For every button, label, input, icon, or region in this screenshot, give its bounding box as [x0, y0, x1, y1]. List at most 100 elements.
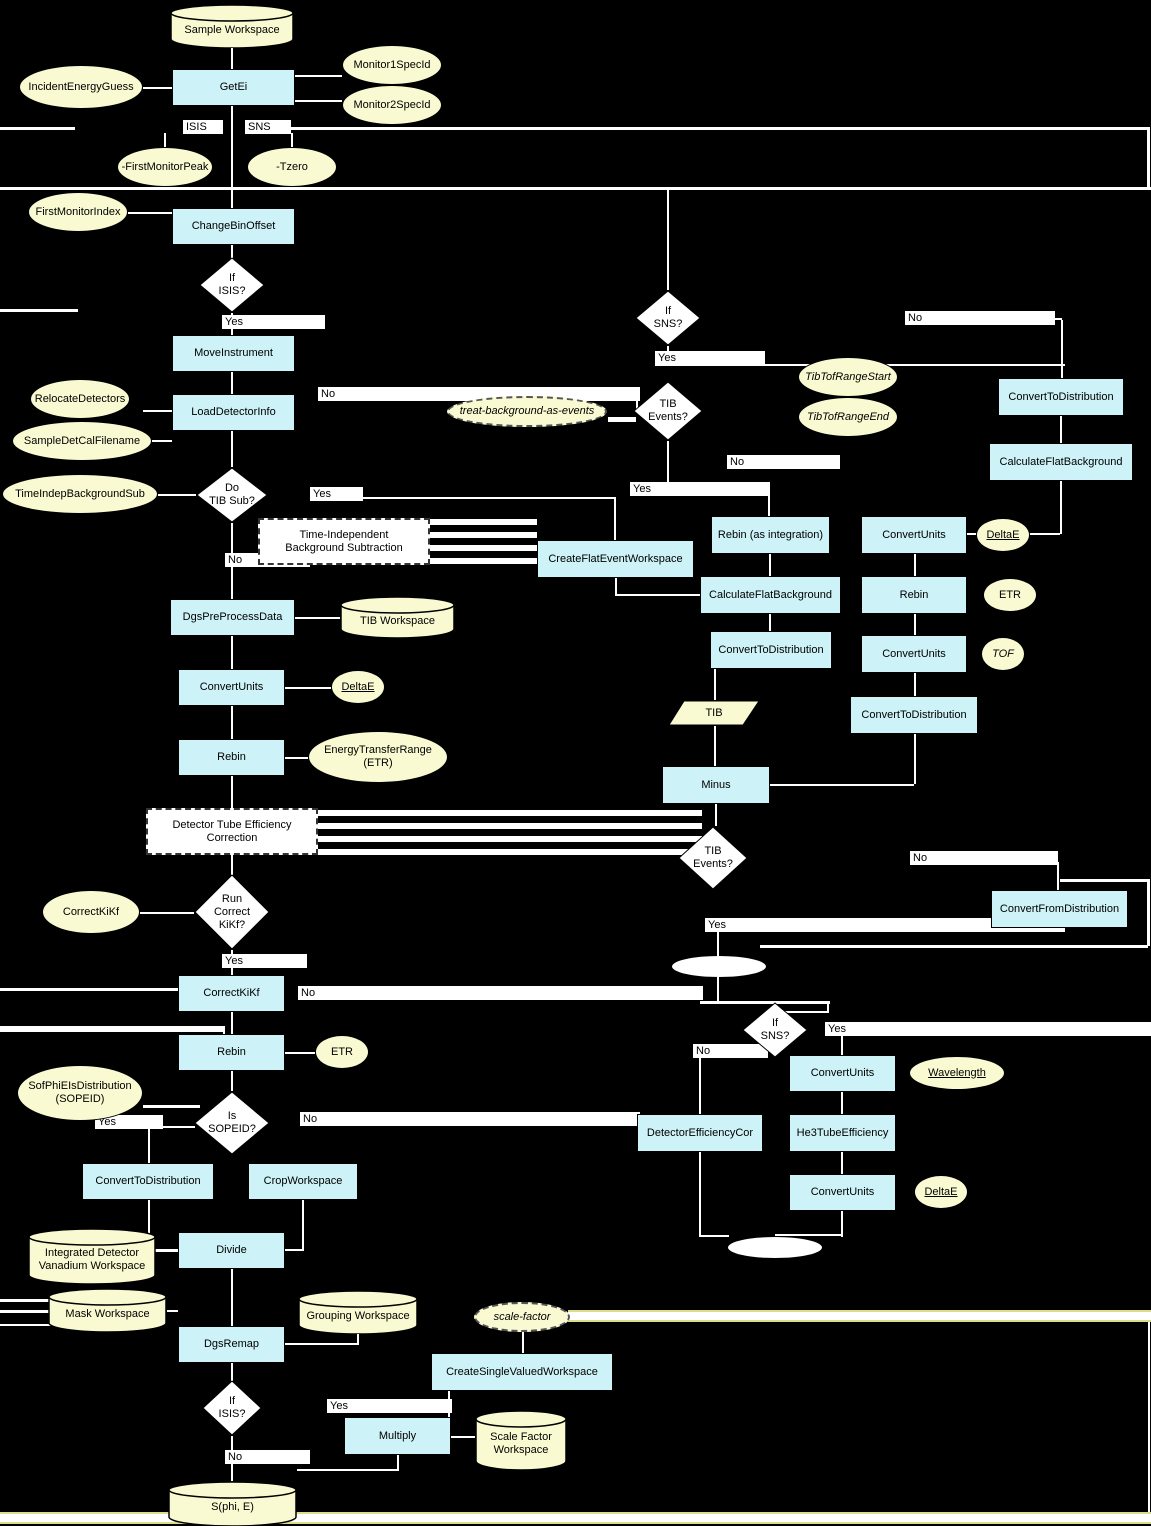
edge-line [295, 75, 342, 77]
convert-to-distribution-left-node: ConvertToDistribution [82, 1163, 214, 1200]
edge-line [158, 494, 196, 496]
edge-line [231, 1362, 233, 1381]
tib-events-2-label: TIB Events? [693, 845, 733, 870]
getei-label: GetEi [219, 81, 248, 93]
edge-line [841, 1151, 843, 1174]
edge-label: Yes [825, 1022, 1151, 1036]
integrated-det-vanadium-ws-label: Integrated Detector Vanadium Workspace [38, 1247, 146, 1272]
convert-units-1-label: ConvertUnits [199, 681, 264, 693]
correct-kikf-label: CorrectKiKf [203, 987, 260, 999]
convert-to-distribution-mid2-label: ConvertToDistribution [861, 708, 967, 721]
incident-energy-guess-node: IncidentEnergyGuess [19, 65, 143, 109]
edge-line [231, 1011, 233, 1034]
correct-kikf-param-label: CorrectKiKf [62, 905, 120, 918]
divide-node: Divide [178, 1232, 285, 1269]
edge-label: No [910, 851, 1058, 865]
dgs-remap-label: DgsRemap [203, 1338, 260, 1350]
create-flat-event-ws-node: CreateFlatEventWorkspace [537, 540, 694, 578]
detector-tube-group-label: Detector Tube Efficiency Correction [172, 818, 292, 844]
edge-line [231, 245, 233, 259]
first-monitor-peak-node: -FirstMonitorPeak [117, 147, 213, 187]
rebin-3-label: Rebin [899, 588, 929, 601]
if-isis-1-decision: If ISIS? [199, 257, 265, 313]
edge-line [841, 1036, 843, 1055]
if-sns-2-decision: If SNS? [742, 1002, 808, 1058]
do-tib-sub-decision: Do TIB Sub? [196, 467, 268, 523]
edge-line [1057, 862, 1059, 890]
edge-line [302, 1199, 304, 1249]
edge-line [140, 912, 194, 914]
edge-line [148, 1199, 150, 1251]
mask-workspace-label: Mask Workspace [65, 1307, 150, 1320]
rebin-3-node: Rebin [861, 576, 967, 614]
edge-label: SNS [245, 120, 291, 134]
edge-label: Yes [630, 482, 770, 496]
run-correct-kikf-label: Run Correct KiKf? [213, 892, 251, 931]
monitor1-specid-node: Monitor1SpecId [342, 45, 442, 85]
rebin-1-node: Rebin [178, 739, 285, 776]
tib-tof-range-end-node: TibTofRangeEnd [798, 397, 898, 437]
tib-events-1-label: TIB Events? [648, 398, 688, 423]
minus-node: Minus [662, 766, 770, 804]
edge-line [667, 190, 669, 290]
edge-label: No [298, 986, 703, 1000]
scale-factor-note-label: scale-factor [493, 1310, 551, 1323]
rebin-as-integration-label: Rebin (as integration) [717, 528, 824, 541]
if-sns-1-decision: If SNS? [635, 290, 701, 346]
change-bin-offset-label: ChangeBinOffset [191, 220, 276, 232]
etr-2-label: ETR [331, 1045, 353, 1058]
edge-line [285, 757, 308, 759]
edge-line [0, 309, 78, 312]
edge-line [914, 614, 916, 635]
tib-tof-range-start-label: TibTofRangeStart [805, 370, 891, 383]
convert-to-distribution-tr-node: ConvertToDistribution [998, 378, 1124, 416]
edge-line [295, 617, 340, 619]
deltae-1-label: DeltaE [341, 680, 375, 693]
convert-units-3-node: ConvertUnits [861, 635, 967, 673]
edge-line [231, 431, 233, 467]
mask-workspace-node: Mask Workspace [48, 1288, 167, 1332]
edge-label: No [225, 1450, 310, 1464]
convert-units-5-node: ConvertUnits [789, 1174, 896, 1211]
if-isis-2-label: If ISIS? [218, 1395, 246, 1420]
create-single-valued-ws-node: CreateSingleValuedWorkspace [431, 1353, 613, 1391]
monitor2-specid-node: Monitor2SpecId [342, 85, 442, 125]
edge-line [768, 492, 770, 516]
edge-label: No [693, 1044, 768, 1058]
edge-line [769, 614, 771, 631]
convert-to-distribution-mid-label: ConvertToDistribution [718, 643, 824, 656]
edge-line [143, 87, 172, 89]
time-indep-background-sub-node: TimeIndepBackgroundSub [2, 474, 158, 514]
edge-label: No [727, 455, 840, 469]
dgs-preprocess-data-label: DgsPreProcessData [182, 611, 283, 623]
convert-units-2-node: ConvertUnits [861, 516, 967, 554]
first-monitor-index-node: FirstMonitorIndex [28, 192, 128, 232]
he3-tube-efficiency-label: He3TubeEfficiency [796, 1126, 889, 1139]
is-sopeid-decision: Is SOPEID? [194, 1091, 270, 1155]
edge-line [231, 636, 233, 669]
crop-workspace-node: CropWorkspace [248, 1163, 358, 1200]
edge-line [715, 803, 717, 826]
move-instrument-label: MoveInstrument [194, 347, 273, 359]
edge-line [430, 519, 537, 525]
edge-line [143, 410, 172, 412]
edge-line [775, 1234, 842, 1236]
convert-to-distribution-mid2-node: ConvertToDistribution [850, 696, 978, 734]
edge-line [1060, 481, 1062, 534]
divide-label: Divide [216, 1244, 247, 1256]
edge-line [231, 48, 233, 70]
if-isis-2-decision: If ISIS? [202, 1380, 262, 1436]
edge-line [1148, 1322, 1150, 1512]
edge-line [700, 1001, 830, 1004]
deltae-3-label: DeltaE [924, 1185, 958, 1198]
detector-efficiency-cor-node: DetectorEfficiencyCor [637, 1114, 763, 1152]
edge-line [430, 558, 537, 564]
monitor2-specid-label: Monitor2SpecId [353, 98, 431, 111]
create-single-valued-ws-label: CreateSingleValuedWorkspace [446, 1365, 598, 1378]
multiply-label: Multiply [378, 1429, 417, 1442]
edge-label: Yes [327, 1399, 452, 1413]
tib-workspace-label: TIB Workspace [360, 614, 435, 627]
edge-line [291, 133, 293, 147]
edge-line [152, 440, 172, 442]
edge-line [699, 1058, 701, 1114]
